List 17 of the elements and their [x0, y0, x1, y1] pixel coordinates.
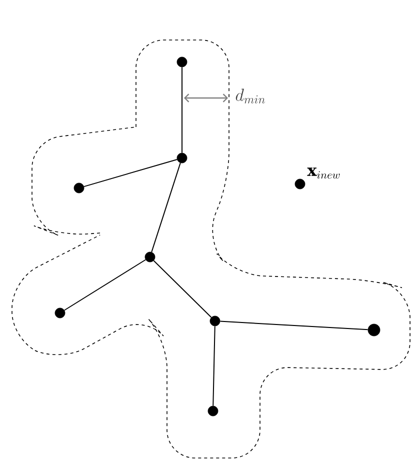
dimension-label: $d_{min}$: [236, 88, 265, 104]
tree-edge: [151, 162, 181, 253]
point: [54, 308, 66, 318]
tree-edge: [84, 158, 178, 188]
point: [74, 182, 84, 194]
point: [176, 152, 188, 164]
point: [294, 178, 306, 190]
tree-edge: [153, 260, 212, 318]
tree-edge: [64, 259, 146, 311]
point: [210, 316, 220, 326]
point: [176, 56, 188, 68]
point: [368, 324, 380, 336]
point: [208, 406, 218, 416]
point-label: $\mathbf{x}_{inew}$: [307, 168, 340, 179]
tree-edge: [212, 326, 216, 406]
tree-edge: [220, 320, 368, 330]
point: [144, 252, 156, 262]
